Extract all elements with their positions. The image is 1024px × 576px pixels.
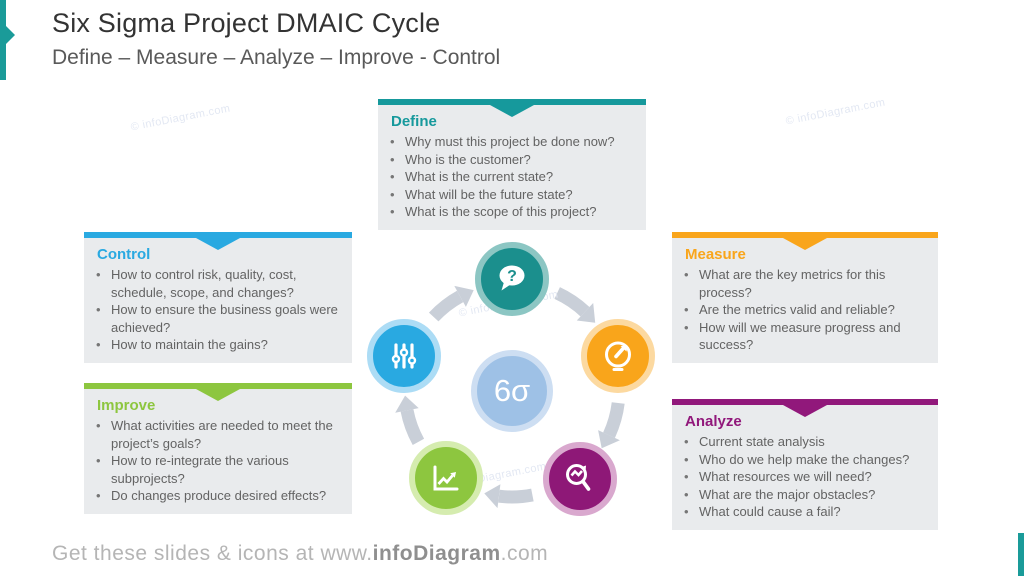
- cycle-arrows: [395, 285, 625, 509]
- watermark: © infoDiagram.com: [129, 102, 232, 134]
- slide-title: Six Sigma Project DMAIC Cycle: [52, 8, 441, 38]
- bullet-item: How to control risk, quality, cost, sche…: [84, 266, 342, 301]
- slide-subtitle: Define – Measure – Analyze – Improve - C…: [52, 46, 501, 69]
- cycle-node-measure: [581, 319, 655, 393]
- bullet-item: Who is the customer?: [378, 151, 636, 169]
- bullet-item: What activities are needed to meet the p…: [84, 417, 342, 452]
- sliders-icon: [391, 343, 417, 369]
- bullet-item: Why must this project be done now?: [378, 133, 636, 151]
- bullet-item: What could cause a fail?: [672, 503, 928, 521]
- card-define-bullets: Why must this project be done now? Who i…: [378, 133, 646, 221]
- card-control-bullets: How to control risk, quality, cost, sche…: [84, 266, 352, 354]
- bullet-item: How to ensure the business goals were ac…: [84, 301, 342, 336]
- card-improve: Improve What activities are needed to me…: [84, 383, 352, 514]
- card-define-accent-bar: [378, 99, 646, 117]
- slide-accent-bar-top-left: [0, 0, 15, 80]
- card-improve-bullets: What activities are needed to meet the p…: [84, 417, 352, 505]
- card-analyze-title: Analyze: [685, 413, 742, 430]
- bullet-item: Are the metrics valid and reliable?: [672, 301, 928, 319]
- card-analyze-notch: [783, 405, 827, 417]
- footer-brand: infoDiagram: [372, 542, 501, 565]
- card-control-title: Control: [97, 246, 151, 263]
- cycle-node-define: ?: [475, 242, 549, 316]
- bullet-item: What is the current state?: [378, 168, 636, 186]
- card-control-accent-bar: [84, 232, 352, 250]
- cycle-node-analyze: [543, 442, 617, 516]
- footer-credit: Get these slides & icons at www.infoDiag…: [52, 542, 548, 566]
- bullet-item: What will be the future state?: [378, 186, 636, 204]
- card-analyze-bullets: Current state analysis Who do we help ma…: [672, 433, 938, 521]
- cycle-center-badge: 6σ: [471, 350, 553, 432]
- card-control: Control How to control risk, quality, co…: [84, 232, 352, 363]
- accent-chevron-icon: [6, 26, 15, 44]
- card-control-notch: [196, 238, 240, 250]
- card-define-title: Define: [391, 113, 437, 130]
- cycle-node-control: [367, 319, 441, 393]
- card-improve-notch: [196, 389, 240, 401]
- card-measure-bullets: What are the key metrics for this proces…: [672, 266, 938, 354]
- card-improve-accent-bar: [84, 383, 352, 401]
- card-measure-notch: [783, 238, 827, 250]
- card-analyze-accent-bar: [672, 399, 938, 417]
- bullet-item: How to maintain the gains?: [84, 336, 342, 354]
- card-measure-accent-bar: [672, 232, 938, 250]
- line-chart-icon: [433, 465, 459, 491]
- bullet-item: What resources we will need?: [672, 468, 928, 486]
- question-bubble-icon: ?: [499, 265, 525, 291]
- card-analyze: Analyze Current state analysis Who do we…: [672, 399, 938, 530]
- card-improve-title: Improve: [97, 397, 156, 414]
- bullet-item: Current state analysis: [672, 433, 928, 451]
- cycle-node-improve: [409, 441, 483, 515]
- card-define: Define Why must this project be done now…: [378, 99, 646, 230]
- bullet-item: What are the key metrics for this proces…: [672, 266, 928, 301]
- card-measure-title: Measure: [685, 246, 746, 263]
- slide-accent-bar-bottom-right: [1018, 533, 1024, 576]
- gauge-icon: [605, 341, 631, 371]
- bullet-item: How to re-integrate the various subproje…: [84, 452, 342, 487]
- svg-text:?: ?: [507, 268, 517, 285]
- bullet-item: Do changes produce desired effects?: [84, 487, 342, 505]
- six-sigma-label: 6σ: [493, 373, 531, 408]
- footer-text: Get these slides & icons at www.: [52, 542, 373, 565]
- card-measure: Measure What are the key metrics for thi…: [672, 232, 938, 363]
- watermark: © infoDiagram.com: [784, 96, 887, 128]
- bullet-item: Who do we help make the changes?: [672, 451, 928, 469]
- bullet-item: What is the scope of this project?: [378, 203, 636, 221]
- card-define-notch: [490, 105, 534, 117]
- bullet-item: What are the major obstacles?: [672, 486, 928, 504]
- magnifier-trend-icon: [566, 464, 591, 491]
- footer-text: .com: [500, 542, 549, 565]
- bullet-item: How will we measure progress and success…: [672, 319, 928, 354]
